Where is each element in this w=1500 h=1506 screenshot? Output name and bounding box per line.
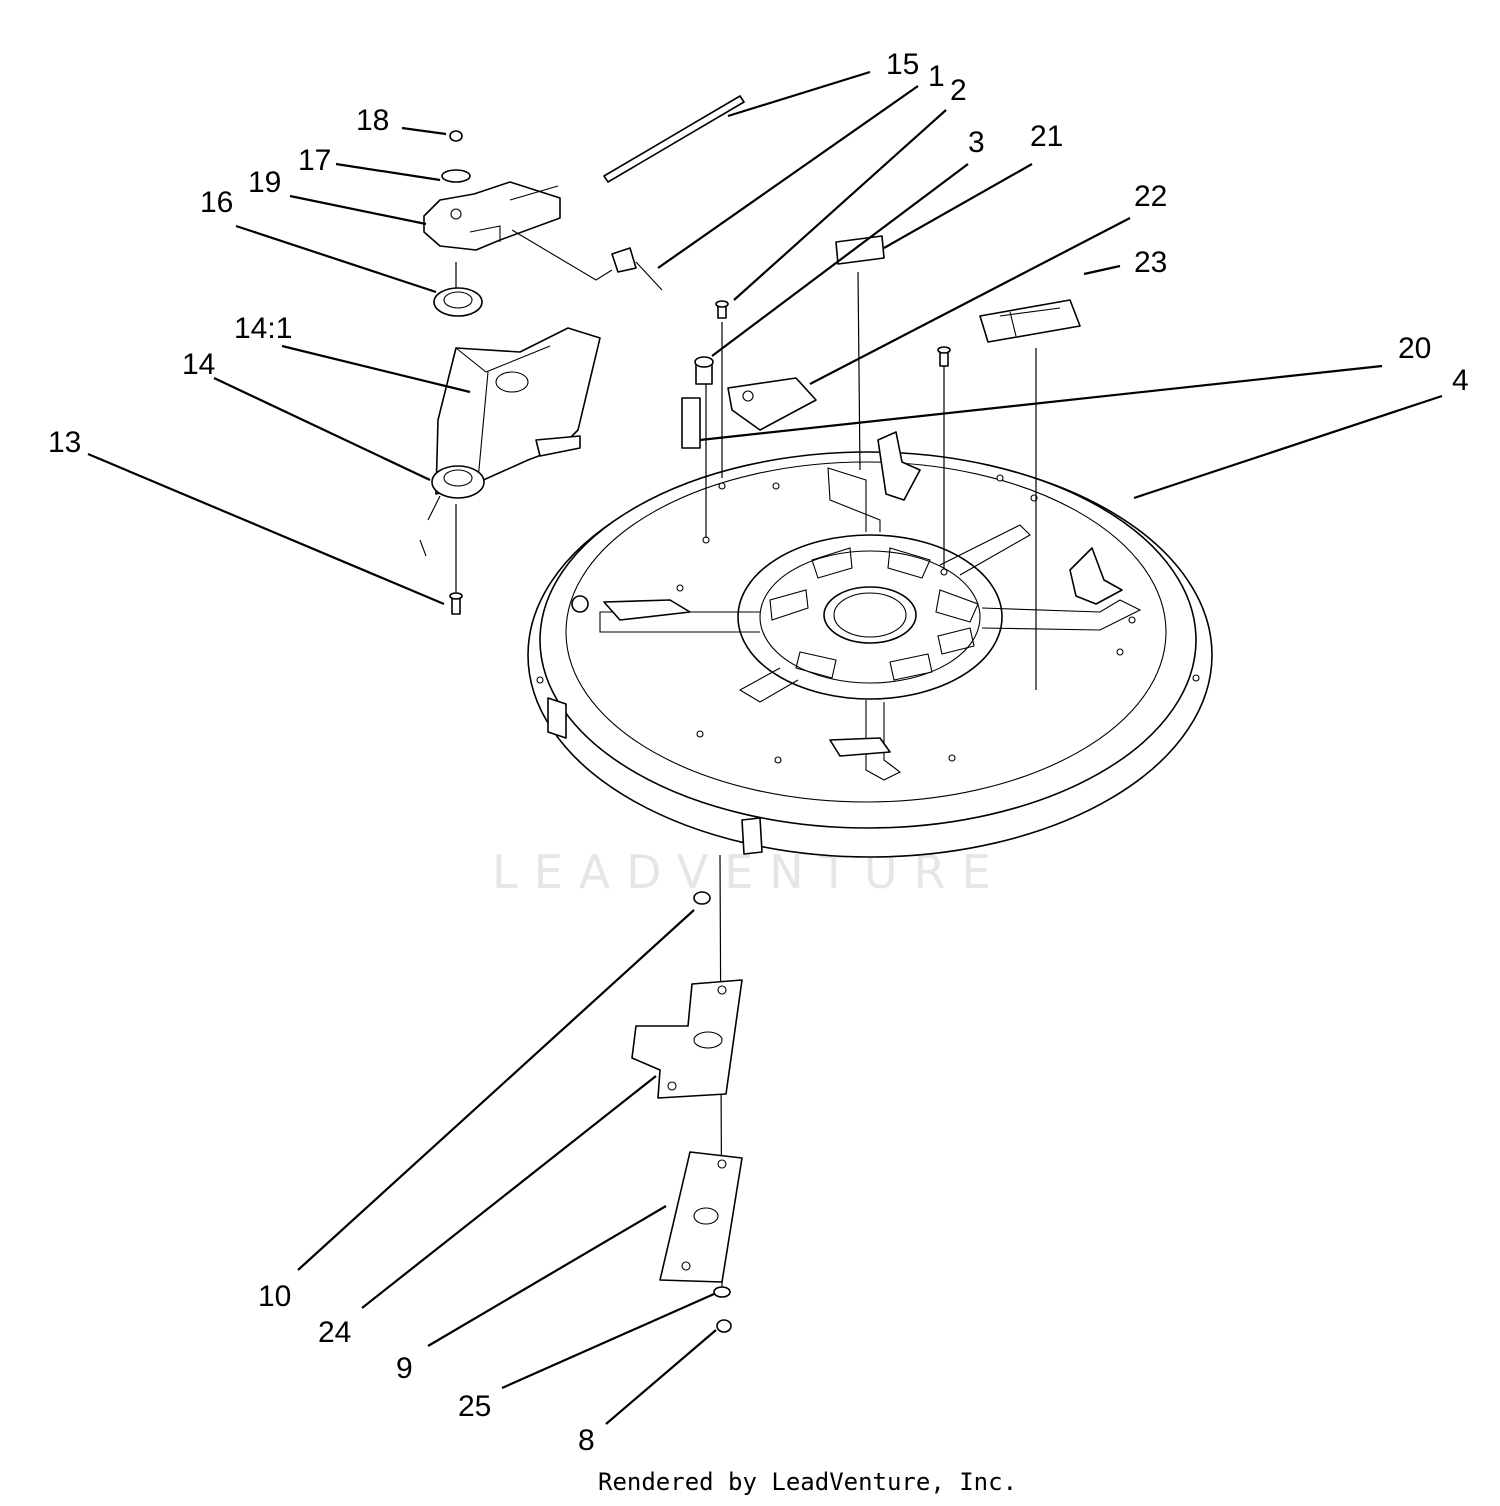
decal-part-20: [681, 397, 701, 449]
spring-part-1: [611, 247, 637, 273]
callout-22: 22: [1134, 180, 1167, 213]
bushing-part-16: [433, 287, 483, 317]
assembly-axis-decal21: [857, 271, 861, 471]
callout-8: 8: [578, 1424, 595, 1457]
callout-23: 23: [1134, 246, 1167, 279]
baffle-part-24: [631, 979, 743, 1099]
rod-part-15: [603, 95, 745, 183]
callout-10: 10: [258, 1280, 291, 1313]
washer-part-17: [441, 169, 471, 183]
decal-part-21: [835, 235, 885, 265]
leader-lines: [87, 70, 1443, 1425]
nut-part-10: [693, 891, 711, 905]
callout-25: 25: [458, 1390, 491, 1423]
nut-part-18: [449, 130, 463, 142]
callout-20: 20: [1398, 332, 1431, 365]
plate-part-22: [727, 377, 817, 431]
mower-deck: [527, 431, 1213, 858]
callout-14-1: 14:1: [234, 312, 292, 345]
pulley-part-14: [431, 465, 485, 499]
callout-17: 17: [298, 144, 331, 177]
callout-14: 14: [182, 348, 215, 381]
callout-13: 13: [48, 426, 81, 459]
callout-18: 18: [356, 104, 389, 137]
callout-15: 15: [886, 48, 919, 81]
callout-1: 1: [928, 60, 945, 93]
callout-24: 24: [318, 1316, 351, 1349]
callout-2: 2: [950, 74, 967, 107]
callout-16: 16: [200, 186, 233, 219]
decal-part-23: [979, 299, 1081, 343]
callout-4: 4: [1452, 364, 1469, 397]
callout-19: 19: [248, 166, 281, 199]
callout-3: 3: [968, 126, 985, 159]
callout-21: 21: [1030, 120, 1063, 153]
nut-part-8: [716, 1319, 732, 1333]
bracket-part-19: [423, 181, 561, 251]
callout-9: 9: [396, 1352, 413, 1385]
washer-part-25: [713, 1286, 731, 1298]
footer-credit: Rendered by LeadVenture, Inc.: [598, 1468, 1017, 1496]
